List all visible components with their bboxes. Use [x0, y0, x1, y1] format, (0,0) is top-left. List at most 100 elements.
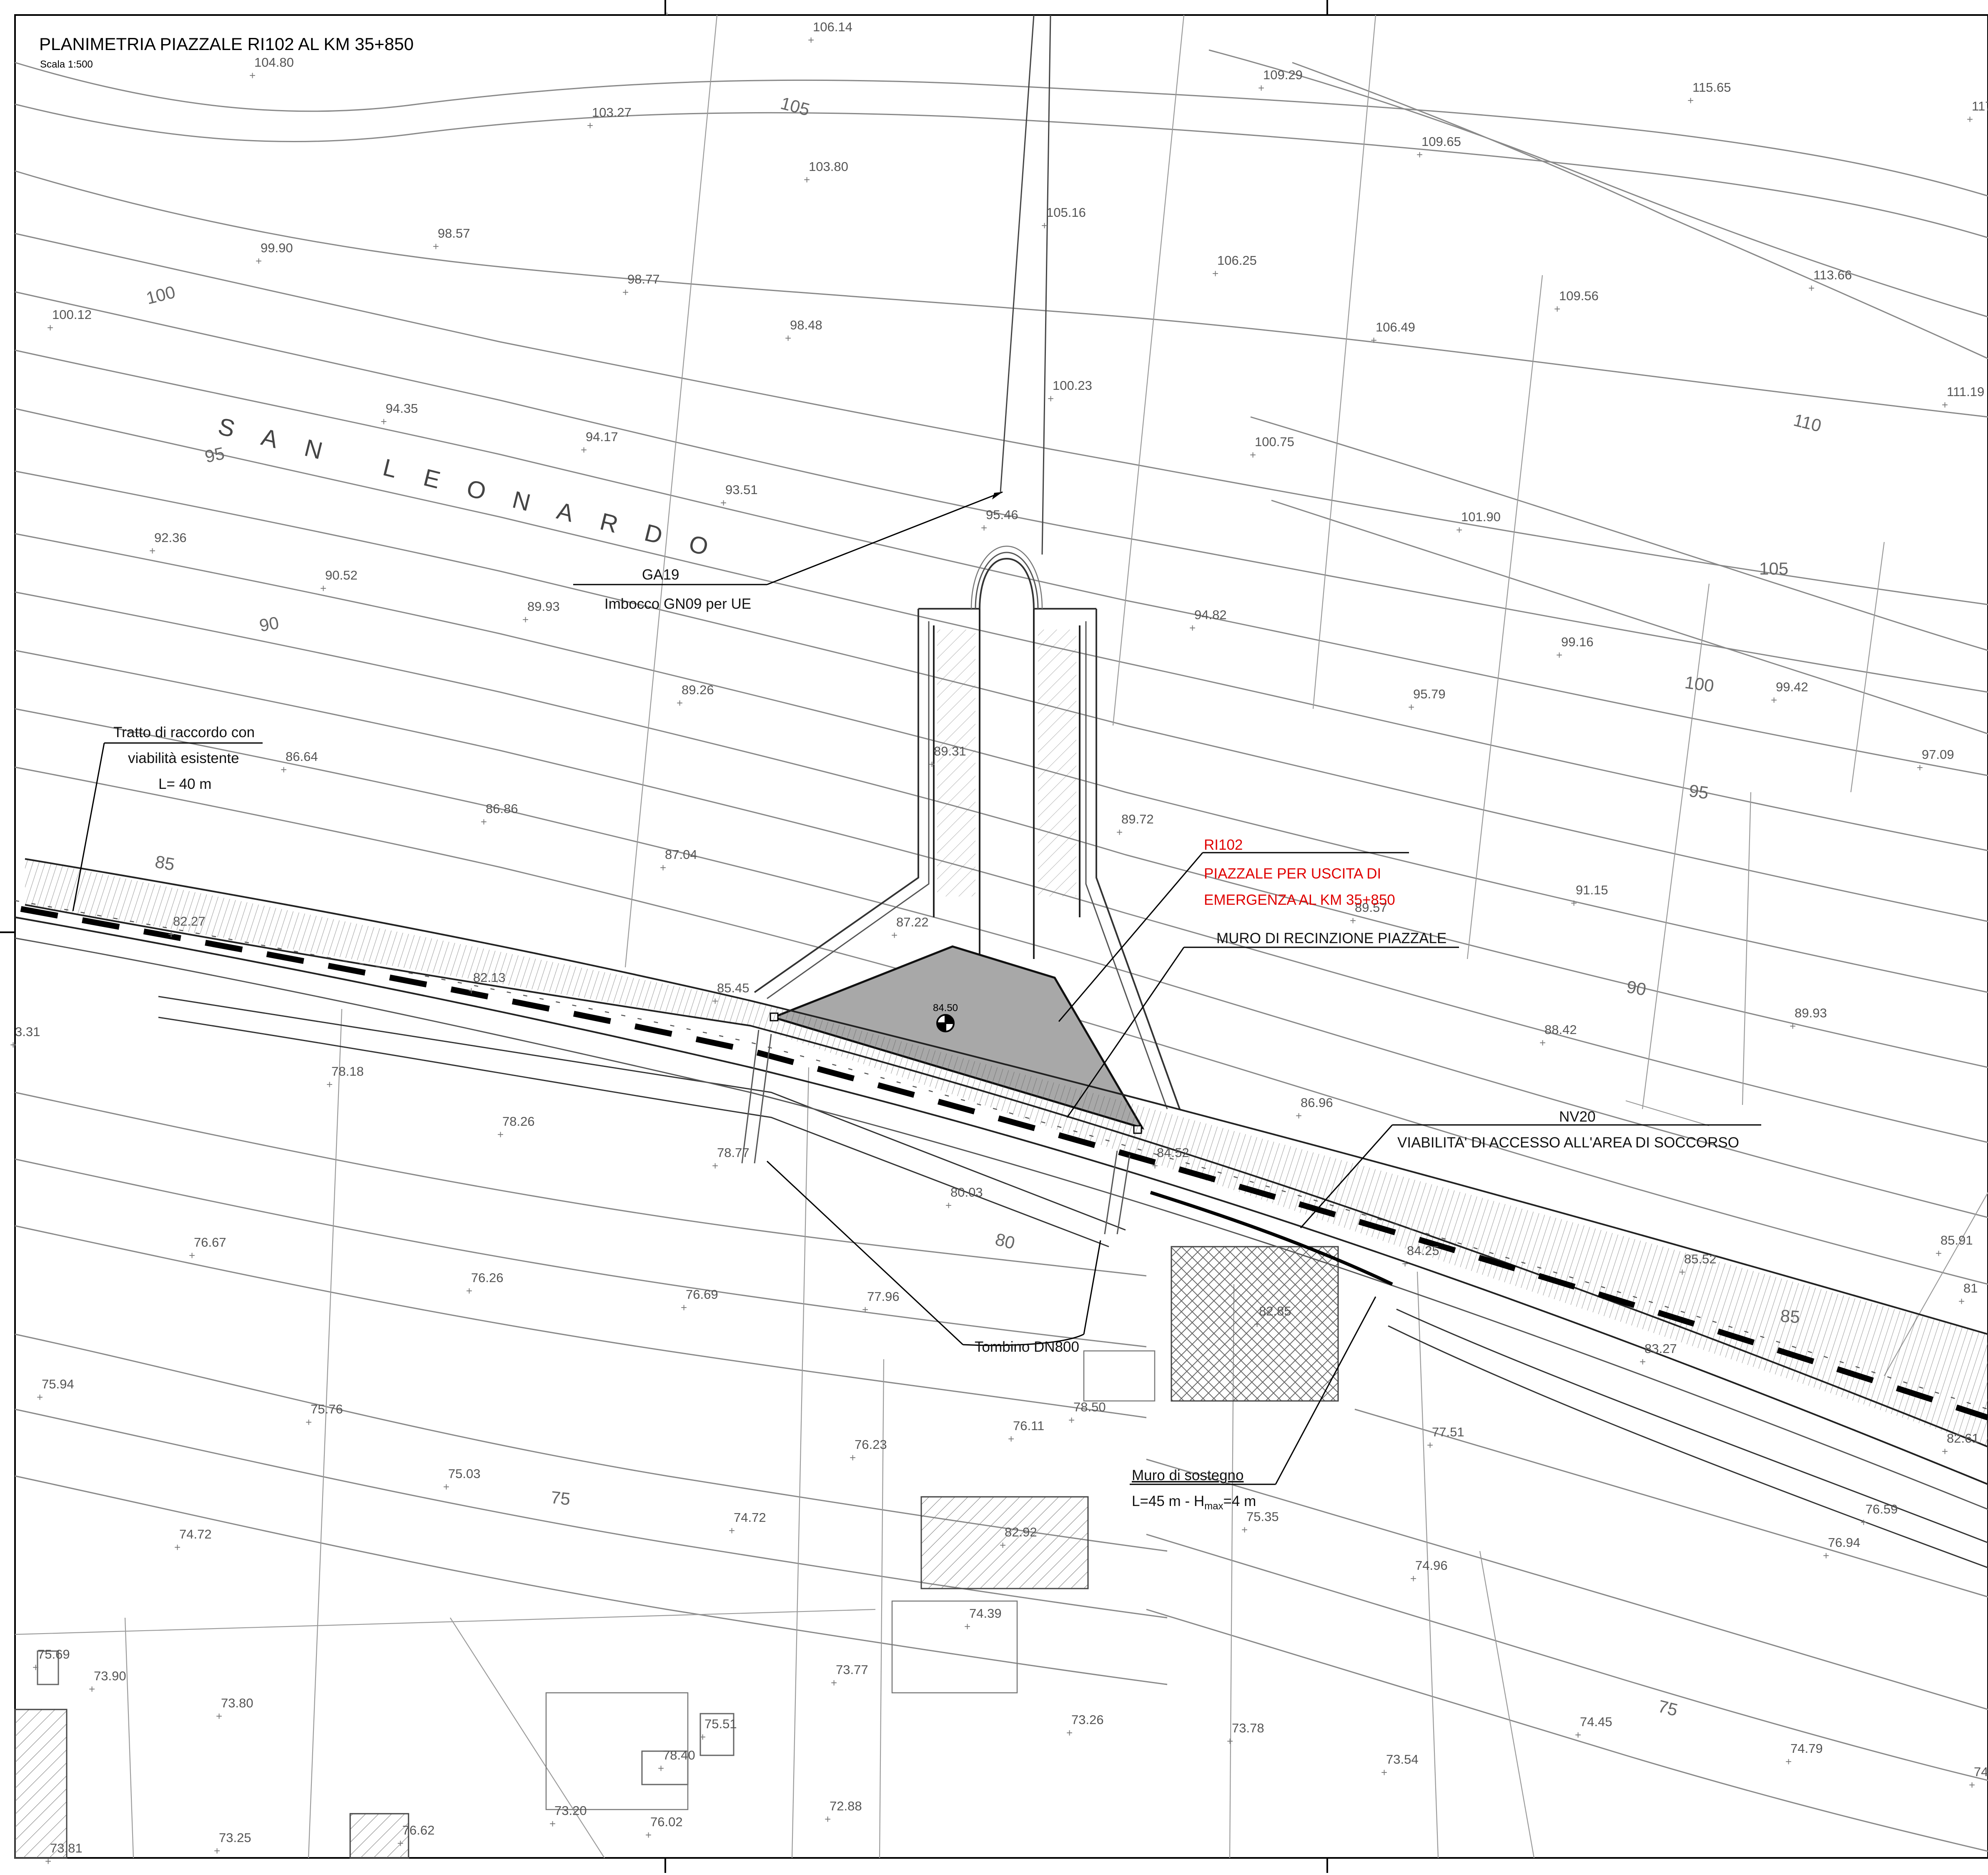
spot-height-marker: + [1790, 1020, 1796, 1032]
spot-height-marker: + [1296, 1109, 1302, 1122]
nv20-description: VIABILITA' DI ACCESSO ALL'AREA DI SOCCOR… [1397, 1135, 1739, 1151]
spot-height-label: 94.17 [586, 429, 618, 444]
muro-sostegno-callout: Muro di sostegno L=45 m - Hmax=4 m [1130, 1296, 1376, 1512]
spot-height-marker: + [37, 1391, 43, 1403]
spot-height: 115.65+ [1687, 80, 1731, 107]
spot-height-label: 84.52 [1157, 1145, 1189, 1160]
spot-height: 74.54+ [1969, 1765, 1988, 1791]
spot-height-label: 111.19 [1947, 384, 1984, 399]
spot-height-label: 109.65 [1421, 134, 1461, 149]
spot-height: 101.90+ [1456, 510, 1501, 536]
spot-height-label: 78.18 [331, 1064, 364, 1079]
spot-height-marker: + [1227, 1735, 1233, 1747]
spot-height-label: 76.59 [1865, 1502, 1898, 1516]
spot-height: 73.54+ [1381, 1752, 1419, 1779]
spot-height-label: 75.69 [38, 1647, 70, 1662]
spot-height-marker: + [320, 582, 326, 595]
spot-height-label: 74.39 [969, 1606, 1002, 1621]
spot-height: 81+ [1958, 1281, 1978, 1308]
spot-height-marker: + [522, 613, 529, 626]
spot-height-marker: + [168, 928, 174, 941]
spot-height-label: 104.80 [254, 55, 294, 70]
spot-height-label: 94.35 [386, 401, 418, 416]
spot-height-marker: + [1350, 914, 1356, 927]
spot-height-label: 95.46 [986, 507, 1018, 522]
spot-height: 88.42+ [1539, 1022, 1577, 1049]
spot-height-label: 75.76 [311, 1402, 343, 1416]
spot-height-label: 105.16 [1046, 205, 1086, 220]
spot-height-label: 91.15 [1576, 883, 1608, 897]
spot-height: 74.39+ [964, 1606, 1002, 1633]
spot-height: 82.13+ [468, 970, 506, 997]
spot-height-label: 74.72 [179, 1527, 212, 1541]
spot-height-marker: + [1152, 1160, 1158, 1172]
spot-height-label: 75.35 [1246, 1509, 1279, 1524]
spot-height-label: 77.96 [867, 1289, 900, 1304]
spot-height-marker: + [1942, 399, 1948, 411]
spot-height: 89.31+ [929, 744, 966, 771]
ga19-tunnel-structure [754, 15, 1181, 1109]
spot-height-marker: + [443, 1481, 449, 1493]
spot-height-label: 89.57 [1355, 900, 1387, 915]
parcel-lines [15, 13, 1988, 1858]
spot-height: 87.22+ [891, 915, 929, 941]
spot-height: 111.19+ [1942, 384, 1984, 411]
spot-height-label: 89.26 [682, 683, 714, 697]
spot-height: 74.96+ [1410, 1558, 1448, 1585]
spot-height-label: 72.88 [830, 1799, 862, 1813]
spot-height: 82.61+ [1942, 1431, 1979, 1458]
spot-height-label: 100.23 [1053, 378, 1092, 393]
spot-height: 75.76+ [306, 1402, 343, 1428]
spot-height: 98.77+ [622, 272, 660, 299]
spot-height-marker: + [45, 1855, 51, 1867]
spot-height-label: 82.61 [1947, 1431, 1979, 1446]
muro-recinzione-callout: MURO DI RECINZIONE PIAZZALE [1066, 930, 1459, 1118]
spot-height-marker: + [1575, 1729, 1581, 1741]
spot-height-label: 98.48 [790, 318, 822, 332]
spot-height-marker: + [1116, 826, 1123, 838]
spot-height-label: 76.02 [650, 1815, 683, 1829]
spot-height: 77.96+ [862, 1289, 900, 1316]
spot-height-label: 106.14 [813, 20, 852, 34]
spot-height: 95.46+ [981, 507, 1018, 534]
spot-height-label: 75.03 [448, 1466, 481, 1481]
spot-height: 99.90+ [256, 241, 293, 267]
spot-height: 86.96+ [1296, 1095, 1333, 1122]
map-title: PLANIMETRIA PIAZZALE RI102 AL KM 35+850 [39, 34, 414, 54]
contour-label: 105 [779, 93, 812, 120]
spot-height: 90.52+ [320, 568, 358, 595]
spot-height-label: 73.80 [221, 1696, 253, 1710]
spot-height-marker: + [720, 497, 727, 509]
spot-height-label: 86.96 [1301, 1095, 1333, 1110]
spot-height: 99.42+ [1771, 680, 1808, 706]
spot-height-label: 78.50 [1073, 1400, 1106, 1414]
spot-height: 100.23+ [1048, 378, 1092, 405]
contour-label: 90 [1625, 977, 1647, 999]
spot-height-label: 76.62 [402, 1823, 435, 1837]
spot-height: 86.86+ [481, 801, 518, 828]
spot-height-label: 74.72 [734, 1510, 766, 1525]
spot-height: 72.88+ [825, 1799, 862, 1825]
spot-height: 89.26+ [677, 683, 714, 709]
existing-buildings [14, 1246, 1339, 1859]
spot-height-marker: + [862, 1303, 868, 1316]
spot-height: 76.62+ [397, 1823, 435, 1850]
spot-height: 106.14+ [808, 20, 852, 46]
retaining-wall [741, 1029, 1393, 1286]
spot-height-marker: + [1640, 1355, 1646, 1368]
spot-height: 94.35+ [381, 401, 418, 428]
spot-height-marker: + [326, 1078, 333, 1091]
muro-sostegno-title: Muro di sostegno [1132, 1467, 1243, 1483]
spot-height-label: 76.11 [1013, 1418, 1044, 1433]
spot-height-label: 75.51 [704, 1717, 737, 1731]
spot-height: 84.25+ [1402, 1243, 1439, 1270]
spot-height-marker: + [1823, 1549, 1829, 1562]
spot-height-marker: + [256, 255, 262, 267]
spot-height: 117.4+ [1967, 99, 1988, 126]
spot-height: 89.93+ [522, 599, 560, 626]
spot-height-label: 82.13 [473, 970, 506, 985]
spot-height-marker: + [808, 34, 814, 46]
spot-height-label: 81 [1963, 1281, 1978, 1295]
